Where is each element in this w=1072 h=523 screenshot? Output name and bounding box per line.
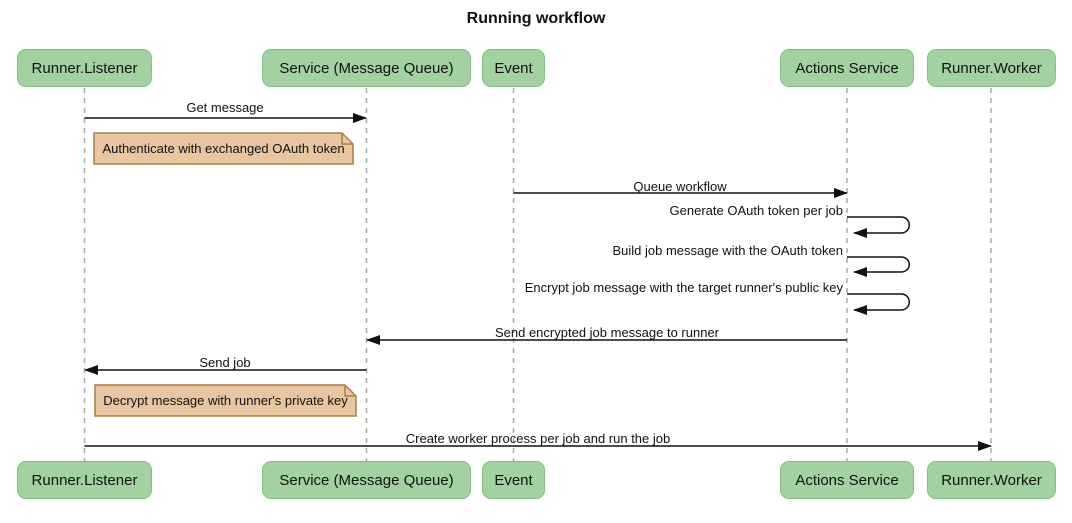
- actor-bottom-actions-service: Actions Service: [780, 461, 914, 499]
- message-label-generate-oauth-token: Generate OAuth token per job: [669, 203, 843, 218]
- actor-top-runner-listener: Runner.Listener: [17, 49, 152, 87]
- actor-bottom-event: Event: [482, 461, 545, 499]
- actor-label: Service (Message Queue): [279, 59, 454, 77]
- actor-label: Service (Message Queue): [279, 471, 454, 489]
- actor-top-service-message-queue: Service (Message Queue): [262, 49, 471, 87]
- message-label-encrypt-job-message: Encrypt job message with the target runn…: [524, 280, 843, 295]
- actor-bottom-service-message-queue: Service (Message Queue): [262, 461, 471, 499]
- self-loop-encrypt-job-message: [847, 293, 910, 315]
- actor-label: Runner.Listener: [31, 471, 138, 489]
- actor-top-event: Event: [482, 49, 545, 87]
- self-loop-build-job-message: [847, 256, 910, 277]
- note-shape-authenticate: [93, 132, 354, 165]
- actor-label: Event: [494, 59, 533, 77]
- message-label-queue-workflow: Queue workflow: [633, 179, 727, 194]
- self-loop-generate-oauth-token: [847, 216, 910, 238]
- message-label-get-message: Get message: [186, 100, 264, 115]
- message-label-send-encrypted-job-message: Send encrypted job message to runner: [494, 325, 720, 340]
- diagram-title: Running workflow: [466, 10, 606, 27]
- actor-top-runner-worker: Runner.Worker: [927, 49, 1056, 87]
- actor-label: Actions Service: [795, 471, 899, 489]
- note-decrypt-private-key: Decrypt message with runner's private ke…: [103, 393, 348, 408]
- actor-label: Runner.Worker: [941, 59, 1042, 77]
- note-fold-authenticate: [341, 133, 353, 145]
- actor-bottom-runner-worker: Runner.Worker: [927, 461, 1056, 499]
- actor-label: Runner.Listener: [31, 59, 138, 77]
- message-label-create-worker-process: Create worker process per job and run th…: [405, 431, 671, 446]
- note-fold-decrypt: [344, 385, 356, 397]
- actor-label: Runner.Worker: [941, 471, 1042, 489]
- note-authenticate-oauth: Authenticate with exchanged OAuth token: [102, 141, 345, 156]
- actor-label: Event: [494, 471, 533, 489]
- message-label-build-job-message: Build job message with the OAuth token: [612, 243, 843, 258]
- actor-top-actions-service: Actions Service: [780, 49, 914, 87]
- note-shape-decrypt: [94, 384, 357, 417]
- actor-label: Actions Service: [795, 59, 899, 77]
- message-label-send-job: Send job: [199, 355, 251, 370]
- actor-bottom-runner-listener: Runner.Listener: [17, 461, 152, 499]
